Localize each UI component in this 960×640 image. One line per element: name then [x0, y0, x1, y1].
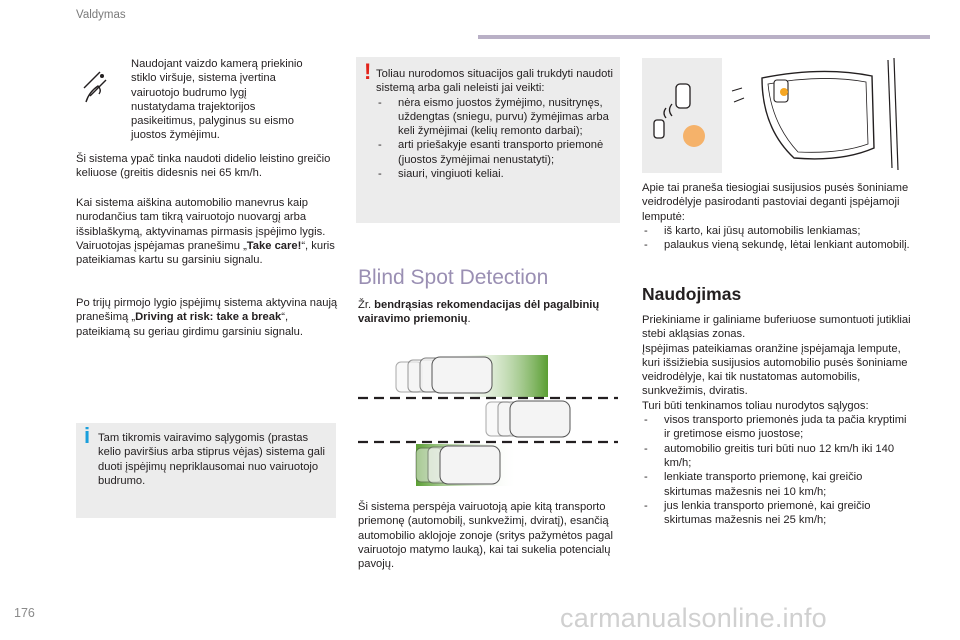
warning-item: nėra eismo juostos žymėjimo, nusitrynęs,… [376, 96, 616, 139]
mirror-warning-list: iš karto, kai jūsų automobilis lenkiamas… [642, 224, 912, 253]
info-box: i Tam tikromis vairavimo sąlygomis (pras… [76, 423, 336, 518]
paragraph-take-care: Vairuotojas įspėjamas pranešimu „Take ca… [76, 239, 338, 268]
condition-item: jus lenkia transporto priemonė, kai grei… [642, 499, 912, 528]
page-number: 176 [14, 606, 35, 620]
warning-box: ! Toliau nurodomos situacijos gali trukd… [356, 57, 620, 223]
conditions-list: visos transporto priemonės juda ta pačia… [642, 413, 912, 527]
warning-content: Toliau nurodomos situacijos gali trukdyt… [376, 67, 616, 182]
usage-warning-light: Įspėjimas pateikiamas oranžine įspėjamąj… [642, 342, 908, 398]
paragraph-first-warning: Kai sistema aiškina automobilio manevrus… [76, 196, 338, 267]
blind-spot-illustration [356, 350, 620, 490]
usage-heading: Naudojimas [642, 284, 742, 304]
break-pre: Po trijų pirmojo lygio įspėjimų sistema … [76, 297, 338, 324]
condition-item: lenkiate transporto priemonę, kai greiči… [642, 470, 912, 499]
take-care-pre: Vairuotojas įspėjamas pranešimu „ [76, 239, 247, 252]
header-bar [478, 35, 930, 39]
mirror-warning-intro: Apie tai praneša tiesiogiai susijusios p… [642, 182, 909, 223]
condition-item: visos transporto priemonės juda ta pačia… [642, 413, 912, 442]
take-care-post: “, kuris pateikiamas kartu su garsiniu s… [76, 239, 335, 267]
ref-pre: Žr. [358, 299, 375, 311]
mirror-warning-section: Apie tai praneša tiesiogiai susijusios p… [642, 181, 912, 253]
section-title: Blind Spot Detection [358, 266, 549, 289]
warning-list: nėra eismo juostos žymėjimo, nusitrynęs,… [376, 96, 616, 182]
take-care-message: Take care! [246, 239, 302, 252]
info-icon: i [84, 423, 91, 448]
mirror-illustration [642, 57, 932, 178]
warning-item: arti priešakyje esanti transporto priemo… [376, 138, 616, 167]
warning-item: siauri, vingiuoti keliai. [376, 167, 616, 182]
condition-item: automobilio greitis turi būti nuo 12 km/… [642, 442, 912, 471]
break-post: “, pateikiamą su geriau girdimu garsiniu… [76, 311, 303, 338]
paragraph-first-warning-text: Kai sistema aiškina automobilio manevrus… [76, 197, 326, 238]
chapter-title: Valdymas [76, 9, 126, 21]
usage-conditions-intro: Turi būti tenkinamos toliau nurodytos są… [642, 399, 869, 412]
paragraph-second-warning: Po trijų pirmojo lygio įspėjimų sistema … [76, 296, 338, 339]
bsd-description: Ši sistema perspėja vairuotoją apie kitą… [358, 501, 613, 571]
warning-intro: Toliau nurodomos situacijos gali trukdyt… [376, 68, 613, 95]
paragraph-speed: Ši sistema ypač tinka naudoti didelio le… [76, 153, 331, 180]
lane-camera-icon [80, 66, 110, 106]
mirror-warning-item: iš karto, kai jūsų automobilis lenkiamas… [642, 224, 912, 239]
warning-icon: ! [364, 59, 372, 84]
camera-description: Naudojant vaizdo kamerą priekinio stiklo… [131, 58, 303, 142]
break-message: Driving at risk: take a break [135, 311, 282, 324]
mirror-warning-item: palaukus vieną sekundę, lėtai lenkiant a… [642, 238, 912, 253]
usage-sensors: Priekiniame ir galiniame buferiuose sumo… [642, 314, 911, 341]
ref-link-text: bendrąsias rekomendacijas dėl pagalbinių… [358, 299, 600, 326]
reference-text: Žr. bendrąsias rekomendacijas dėl pagalb… [358, 298, 620, 327]
watermark: carmanualsonline.info [560, 603, 827, 633]
usage-section: Priekiniame ir galiniame buferiuose sumo… [642, 313, 912, 527]
info-box-text: Tam tikromis vairavimo sąlygomis (prasta… [98, 432, 325, 487]
ref-post: . [467, 313, 471, 326]
